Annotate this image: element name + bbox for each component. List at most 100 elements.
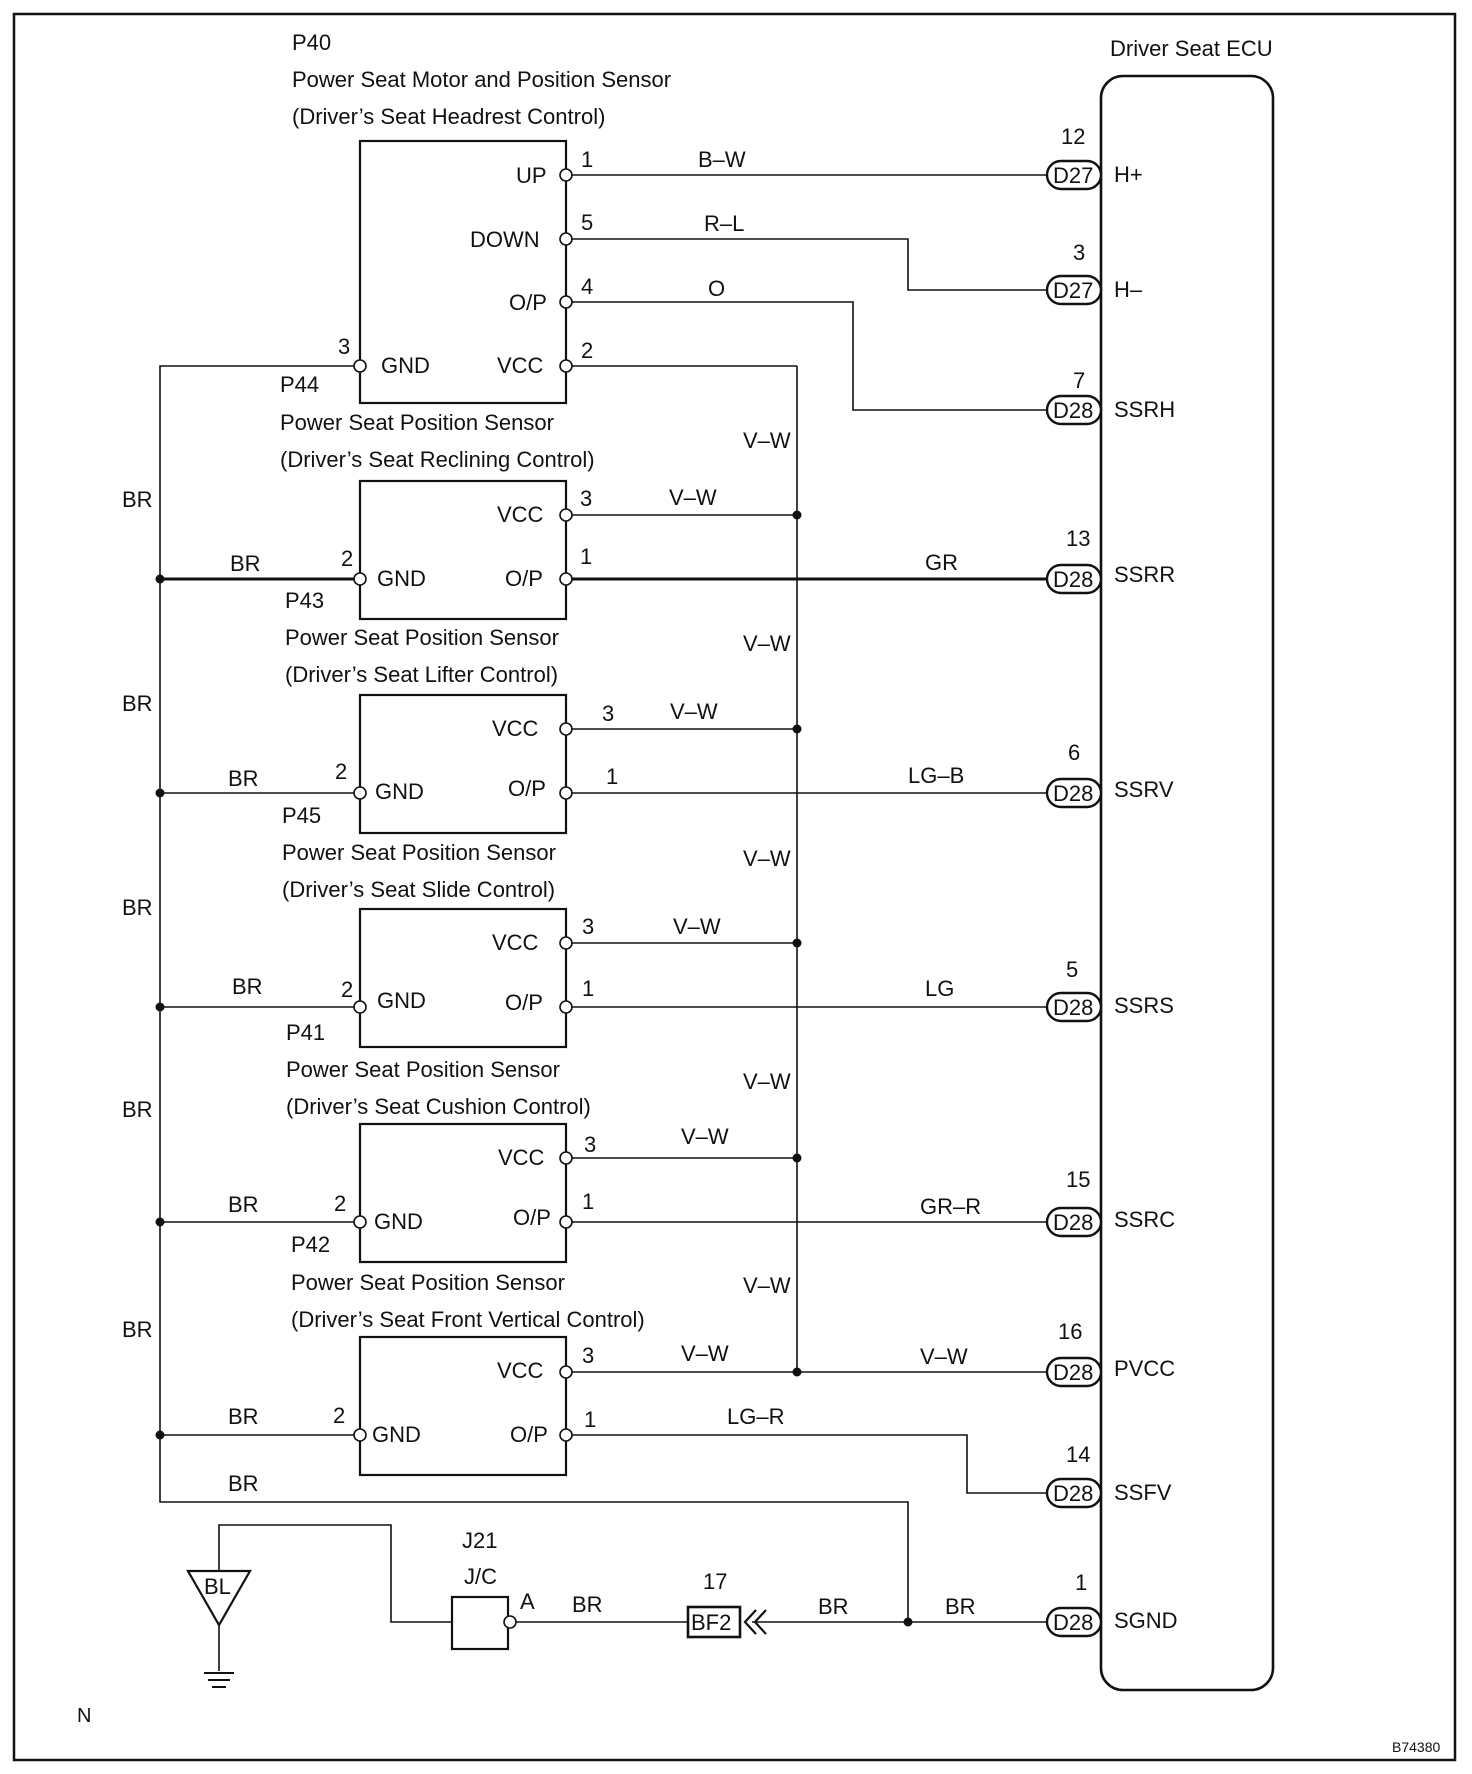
wire-label: BR: [230, 551, 261, 576]
component-name: Power Seat Position Sensor: [280, 410, 554, 435]
junction-connector-j21: J21 J/C A: [450, 1528, 535, 1651]
ecu-terminal-pvcc: 16 D28 PVCC: [1045, 1319, 1175, 1388]
pin-number: 3: [338, 334, 350, 359]
terminal-pin-number: 13: [1066, 526, 1090, 551]
wire-label: V–W: [743, 846, 791, 871]
pin-number: 2: [335, 759, 347, 784]
component-subtitle: (Driver’s Seat Reclining Control): [280, 447, 595, 472]
wire-label: LG–R: [727, 1404, 784, 1429]
terminal-pin-number: 3: [1073, 240, 1085, 265]
pin-label-vcc: VCC: [497, 1358, 544, 1383]
wire-label: V–W: [670, 699, 718, 724]
junction-name: J/C: [464, 1564, 497, 1589]
pin-number: 1: [582, 1189, 594, 1214]
pin-number: 4: [581, 274, 593, 299]
ecu-terminal-h-plus: 12 D27 H+: [1045, 124, 1143, 191]
connector-pin-number: 17: [703, 1569, 727, 1594]
pin-number: 1: [606, 764, 618, 789]
ecu-terminal-h-minus: 3 D27 H–: [1045, 240, 1143, 306]
corner-mark: N: [77, 1705, 91, 1727]
pin-label-gnd: GND: [377, 988, 426, 1013]
pin-label-gnd: GND: [374, 1209, 423, 1234]
wire-label: V–W: [681, 1124, 729, 1149]
component-box: [358, 1335, 568, 1477]
component-code: P43: [285, 588, 324, 613]
component-p45: P45 Power Seat Position Sensor (Driver’s…: [282, 803, 594, 1049]
pin-number: 1: [580, 544, 592, 569]
ecu-terminal-ssrr: 13 D28 SSRR: [1045, 526, 1175, 595]
terminal-pin-number: 6: [1068, 740, 1080, 765]
pin-label-gnd: GND: [375, 779, 424, 804]
connector-code: D28: [1053, 1360, 1093, 1385]
connector-code: D27: [1053, 163, 1093, 188]
connector-code: D28: [1053, 995, 1093, 1020]
component-p40: P40 Power Seat Motor and Position Sensor…: [292, 30, 671, 405]
wire-label: V–W: [669, 485, 717, 510]
terminal-name: SSFV: [1114, 1480, 1172, 1505]
wire-label: BR: [122, 895, 153, 920]
junction-pin: A: [520, 1589, 535, 1614]
terminal-name: SSRC: [1114, 1207, 1175, 1232]
figure-id: B74380: [1392, 1739, 1440, 1755]
connector-bf2: 17 BF2: [686, 1569, 767, 1639]
terminal-name: H–: [1114, 277, 1143, 302]
terminal-pin-number: 5: [1066, 957, 1078, 982]
connector-code: BF2: [691, 1610, 731, 1635]
ecu-terminal-ssrh: 7 D28 SSRH: [1045, 368, 1175, 426]
wire-label: LG–B: [908, 763, 964, 788]
chevron-icon: [743, 1609, 767, 1635]
terminal-pin-number: 12: [1061, 124, 1085, 149]
connector-code: D28: [1053, 398, 1093, 423]
ecu-terminal-sgnd: 1 D28 SGND: [1045, 1570, 1178, 1638]
terminal-pin-number: 16: [1058, 1319, 1082, 1344]
connector-code: D28: [1053, 781, 1093, 806]
pin-number: 3: [580, 486, 592, 511]
component-code: P45: [282, 803, 321, 828]
ecu-body: [1099, 74, 1275, 1692]
pin-label-gnd: GND: [381, 353, 430, 378]
terminal-pin-number: 7: [1073, 368, 1085, 393]
component-p41: P41 Power Seat Position Sensor (Driver’s…: [286, 1020, 596, 1264]
wire-label: V–W: [743, 631, 791, 656]
pin-label-vcc: VCC: [497, 502, 544, 527]
component-subtitle: (Driver’s Seat Cushion Control): [286, 1094, 591, 1119]
pin-label-op: O/P: [508, 776, 546, 801]
wire-label: V–W: [743, 1069, 791, 1094]
wire-label: LG: [925, 976, 954, 1001]
wire-label: B–W: [698, 147, 746, 172]
wire-label: BR: [228, 1404, 259, 1429]
component-name: Power Seat Position Sensor: [291, 1270, 565, 1295]
terminal-pin-number: 1: [1075, 1570, 1087, 1595]
component-p44: P44 Power Seat Position Sensor (Driver’s…: [280, 372, 595, 621]
wire-label: BR: [122, 1097, 153, 1122]
wire-label: O: [708, 276, 725, 301]
component-box: [358, 693, 568, 835]
connector-code: D28: [1053, 1610, 1093, 1635]
component-box: [358, 1122, 568, 1264]
wire-label: BR: [122, 1317, 153, 1342]
diagram-frame: [12, 12, 1457, 1762]
terminal-name: SSRV: [1114, 777, 1174, 802]
wire-color-labels: B–W R–L O V–W V–W V–W V–W V–W V–W V–W V–…: [122, 147, 981, 1619]
wire-label: BR: [945, 1594, 976, 1619]
connector-code: D28: [1053, 1210, 1093, 1235]
pin-label-op: O/P: [505, 990, 543, 1015]
ecu-terminal-ssrc: 15 D28 SSRC: [1045, 1167, 1175, 1238]
wire-label: BR: [228, 766, 259, 791]
pin-label-vcc: VCC: [498, 1145, 545, 1170]
terminal-pin-number: 14: [1066, 1442, 1090, 1467]
pin-number: 1: [581, 147, 593, 172]
component-p42: P42 Power Seat Position Sensor (Driver’s…: [291, 1232, 645, 1477]
ground-point-marker: [186, 1569, 252, 1628]
component-code: P41: [286, 1020, 325, 1045]
terminal-name: PVCC: [1114, 1356, 1175, 1381]
pin-number: 1: [582, 976, 594, 1001]
pin-number: 2: [341, 977, 353, 1002]
pin-number: 2: [334, 1191, 346, 1216]
ecu-connectors: 12 D27 H+ 3 D27 H– 7 D28 SSRH 13 D28 SSR…: [1045, 124, 1178, 1638]
component-code: P42: [291, 1232, 330, 1257]
wire-label: BR: [572, 1592, 603, 1617]
pin-number: 3: [602, 701, 614, 726]
component-subtitle: (Driver’s Seat Headrest Control): [292, 104, 605, 129]
wire-label: V–W: [920, 1344, 968, 1369]
